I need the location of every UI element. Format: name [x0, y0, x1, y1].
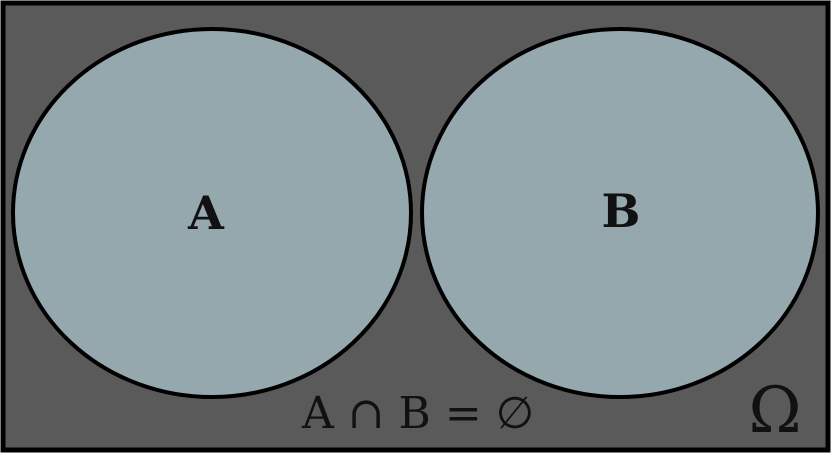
set-b-label: B	[602, 184, 641, 238]
set-b-circle	[420, 27, 820, 399]
universe-label: Ω	[748, 374, 801, 448]
disjoint-caption: A ∩ B = ∅	[301, 388, 534, 439]
set-a-circle	[11, 27, 413, 399]
set-a-label: A	[187, 186, 225, 240]
